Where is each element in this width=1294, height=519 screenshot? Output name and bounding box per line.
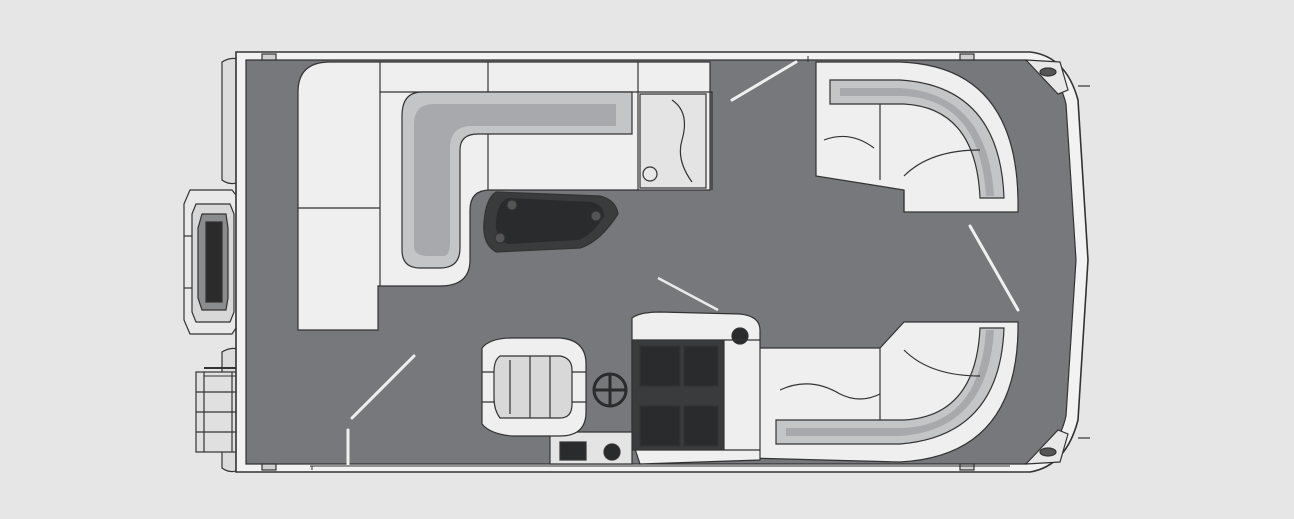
center-table — [483, 191, 619, 253]
helm-side-storage — [549, 431, 633, 465]
helm-console — [631, 311, 761, 465]
gates — [346, 60, 1020, 466]
aft-l-lounge — [297, 61, 713, 331]
rail-posts — [310, 56, 1010, 470]
stern-cleats — [261, 53, 975, 471]
bow-lounge-starboard — [747, 321, 1019, 463]
helm-chair — [481, 337, 587, 437]
bow-cleats — [1024, 59, 1090, 465]
windshield — [657, 276, 719, 312]
bow-lounge-port — [815, 61, 1019, 213]
steering-wheel-icon — [592, 372, 628, 408]
